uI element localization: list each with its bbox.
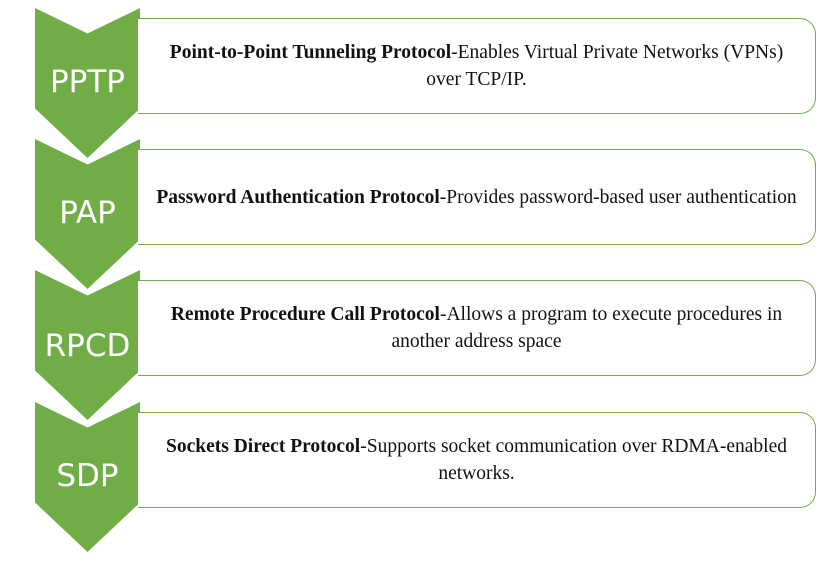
chevron-label-pap: PAP (59, 195, 116, 231)
description-card-pptp: Point-to-Point Tunneling Protocol-Enable… (138, 18, 816, 114)
separator-sdp: - (360, 436, 367, 457)
protocol-name-pptp: Point-to-Point Tunneling Protocol (169, 42, 452, 63)
description-card-sdp: Sockets Direct Protocol-Supports socket … (138, 412, 816, 508)
description-text-rpcd: Remote Procedure Call Protocol-Allows a … (138, 301, 815, 355)
step-row-sdp: SDP Sockets Direct Protocol-Supports soc… (0, 402, 835, 552)
description-text-pap: Password Authentication Protocol-Provide… (142, 184, 810, 211)
chevron-label-rpcd: RPCD (44, 328, 131, 364)
separator-rpcd: - (439, 304, 447, 325)
protocol-name-sdp: Sockets Direct Protocol (166, 436, 361, 457)
description-card-pap: Password Authentication Protocol-Provide… (138, 149, 816, 245)
chevron-label-sdp: SDP (56, 458, 119, 494)
step-row-rpcd: RPCD Remote Procedure Call Protocol-Allo… (0, 270, 835, 420)
protocol-description-pptp: Enables Virtual Private Networks (VPNs) … (426, 42, 784, 90)
chevron-label-pptp: PPTP (49, 64, 126, 100)
description-card-rpcd: Remote Procedure Call Protocol-Allows a … (138, 280, 816, 376)
step-row-pap: PAP Password Authentication Protocol-Pro… (0, 139, 835, 289)
protocol-description-sdp: Supports socket communication over RDMA-… (366, 436, 787, 484)
protocol-name-rpcd: Remote Procedure Call Protocol (170, 304, 440, 325)
separator-pptp: - (451, 42, 458, 63)
description-text-sdp: Sockets Direct Protocol-Supports socket … (138, 433, 815, 487)
protocol-description-rpcd: Allows a program to execute procedures i… (391, 304, 783, 352)
protocol-name-pap: Password Authentication Protocol (156, 186, 440, 208)
description-text-pptp: Point-to-Point Tunneling Protocol-Enable… (138, 39, 815, 93)
separator-pap: - (439, 186, 447, 208)
protocol-description-pap: Provides password-based user authenticat… (446, 186, 797, 208)
step-row-pptp: PPTP Point-to-Point Tunneling Protocol-E… (0, 8, 835, 158)
